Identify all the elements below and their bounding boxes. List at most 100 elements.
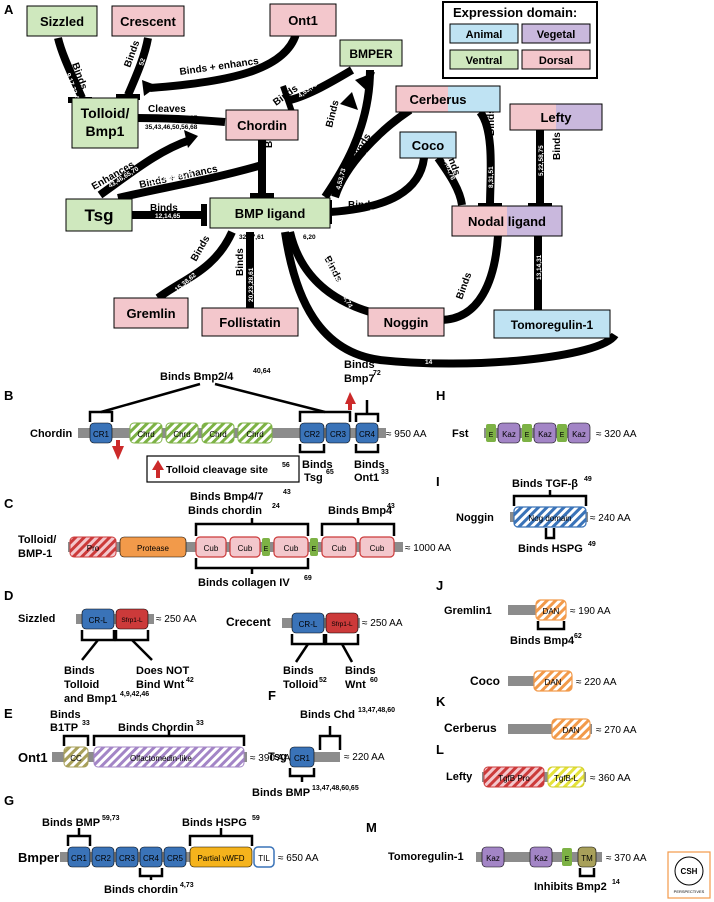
chordin-cr2: CR2 <box>304 430 321 439</box>
svg-text:60: 60 <box>370 677 378 684</box>
svg-text:Kaz: Kaz <box>538 430 552 439</box>
svg-text:TgfB Pro: TgfB Pro <box>498 774 530 783</box>
svg-text:Binds Bmp4: Binds Bmp4 <box>328 505 393 517</box>
svg-text:33: 33 <box>381 469 389 476</box>
panel-label-a: A <box>4 2 14 17</box>
svg-text:Bmp7: Bmp7 <box>344 373 375 385</box>
svg-text:42: 42 <box>186 677 194 684</box>
svg-text:Protease: Protease <box>137 544 170 553</box>
cleavage-arrow-1 <box>345 392 356 410</box>
svg-text:CR1: CR1 <box>71 854 88 863</box>
svg-text:65: 65 <box>326 469 334 476</box>
svg-text:6,20: 6,20 <box>303 234 316 241</box>
svg-text:5,22,58,75: 5,22,58,75 <box>538 145 545 176</box>
panel-label-c: C <box>4 496 14 511</box>
svg-text:72: 72 <box>373 370 381 377</box>
panel-c-tolloid: C Tolloid/ BMP-1 Pro Protease Cub Cub E … <box>4 489 451 589</box>
node-sizzled: Sizzled <box>40 14 84 29</box>
svg-text:Chrd: Chrd <box>246 430 263 439</box>
node-bmp-ligand: BMP ligand <box>235 206 306 221</box>
svg-text:Sfrp1-L: Sfrp1-L <box>121 617 143 624</box>
svg-text:Binds chordin: Binds chordin <box>104 884 178 896</box>
node-nodal-ligand: Nodal ligand <box>468 214 546 229</box>
svg-text:Kaz: Kaz <box>572 430 586 439</box>
svg-text:Cub: Cub <box>370 544 385 553</box>
label-cleaves: Cleaves <box>148 104 186 115</box>
svg-text:35,43,46,50,56,68: 35,43,46,50,56,68 <box>145 124 198 131</box>
panel-f-tsg: F Tsg CR1 ≈ 220 AA Binds Chd 13,47,48,60… <box>252 688 395 799</box>
svg-text:52: 52 <box>138 57 147 66</box>
svg-text:Binds: Binds <box>64 665 95 677</box>
panel-h-fst: H Fst E Kaz E Kaz E Kaz ≈ 320 AA <box>436 388 637 444</box>
svg-text:Tsg: Tsg <box>268 751 287 763</box>
svg-text:E: E <box>525 432 530 439</box>
panel-label-l: L <box>436 742 444 757</box>
network-nodes: Sizzled Crescent Ont1 BMPER Tolloid/ Bmp… <box>26 3 611 339</box>
svg-text:Tolloid: Tolloid <box>283 679 318 691</box>
svg-text:Nog domain: Nog domain <box>528 514 571 523</box>
svg-text:CR-L: CR-L <box>299 620 318 629</box>
node-cerberus: Cerberus <box>409 92 466 107</box>
node-noggin: Noggin <box>384 315 429 330</box>
node-crescent: Crescent <box>120 14 176 29</box>
svg-text:Tsg: Tsg <box>304 472 323 484</box>
svg-text:Chrd: Chrd <box>209 430 226 439</box>
panel-label-k: K <box>436 694 446 709</box>
svg-text:Binds Bmp4/7: Binds Bmp4/7 <box>190 491 263 503</box>
svg-text:Sfrp1-L: Sfrp1-L <box>331 621 353 628</box>
svg-text:E: E <box>565 856 570 863</box>
svg-text:Fst: Fst <box>452 428 469 440</box>
svg-text:Binds BMP: Binds BMP <box>42 817 100 829</box>
legend-animal: Animal <box>466 29 503 41</box>
node-gremlin: Gremlin <box>126 306 175 321</box>
chordin-label: Chordin <box>30 428 72 440</box>
svg-text:≈ 240 AA: ≈ 240 AA <box>590 513 631 524</box>
svg-text:8: 8 <box>474 280 482 287</box>
svg-text:Partial vWFD: Partial vWFD <box>197 854 244 863</box>
legend-ventral: Ventral <box>466 55 503 67</box>
legend-dorsal: Dorsal <box>539 55 573 67</box>
svg-text:56: 56 <box>282 462 290 469</box>
svg-text:33: 33 <box>232 85 240 92</box>
svg-text:≈ 650 AA: ≈ 650 AA <box>278 853 319 864</box>
svg-text:Binds: Binds <box>302 459 333 471</box>
svg-text:Wnt: Wnt <box>345 679 366 691</box>
node-ont1: Ont1 <box>288 13 318 28</box>
label-tsg-binds: Binds <box>150 203 178 214</box>
svg-text:Lefty: Lefty <box>446 771 473 783</box>
panel-label-d: D <box>4 588 13 603</box>
svg-text:BMP-1: BMP-1 <box>18 548 52 560</box>
svg-text:Gremlin1: Gremlin1 <box>444 605 492 617</box>
svg-text:24: 24 <box>272 503 280 510</box>
svg-text:≈ 370 AA: ≈ 370 AA <box>606 853 647 864</box>
svg-text:Tolloid/: Tolloid/ <box>18 534 56 546</box>
svg-text:Pro: Pro <box>87 544 100 553</box>
panel-e-ont1: E Ont1 CC Olfactomedin-like ≈ 390 AA Bin… <box>4 706 291 768</box>
svg-text:14: 14 <box>425 359 433 366</box>
svg-text:≈ 1000 AA: ≈ 1000 AA <box>405 543 451 554</box>
svg-text:Kaz: Kaz <box>486 854 500 863</box>
svg-text:E: E <box>312 546 317 553</box>
legend-title: Expression domain: <box>453 5 577 20</box>
svg-text:DAN: DAN <box>543 607 560 616</box>
svg-text:TIL: TIL <box>258 854 270 863</box>
svg-text:13,47,48,60: 13,47,48,60 <box>358 707 395 714</box>
svg-text:CR-L: CR-L <box>89 616 108 625</box>
svg-text:B1TP: B1TP <box>50 722 78 734</box>
svg-text:13,47,48,60,65: 13,47,48,60,65 <box>312 785 359 792</box>
svg-text:49: 49 <box>588 541 596 548</box>
panel-m-tomoregulin: M Tomoregulin-1 Kaz Kaz E TM ≈ 370 AA In… <box>366 820 647 893</box>
svg-text:Binds: Binds <box>344 359 375 371</box>
csh-perspectives-logo: CSH PERSPECTIVES <box>667 851 711 899</box>
svg-text:≈ 360 AA: ≈ 360 AA <box>590 773 631 784</box>
svg-text:13,14,31: 13,14,31 <box>536 254 543 280</box>
svg-text:7: 7 <box>370 209 374 216</box>
panel-d-sizzled-crescent: D Sizzled CR-L Sfrp1-L ≈ 250 AA Binds To… <box>4 588 403 705</box>
svg-text:69: 69 <box>304 575 312 582</box>
svg-text:CSH: CSH <box>681 867 698 876</box>
panel-label-e: E <box>4 706 13 721</box>
label-bmper-bmp-binds: Binds <box>324 99 341 129</box>
svg-text:≈ 220 AA: ≈ 220 AA <box>344 752 385 763</box>
tolloid-cleavage-site-label: Tolloid cleavage site <box>166 464 268 476</box>
panel-label-m: M <box>366 820 377 835</box>
